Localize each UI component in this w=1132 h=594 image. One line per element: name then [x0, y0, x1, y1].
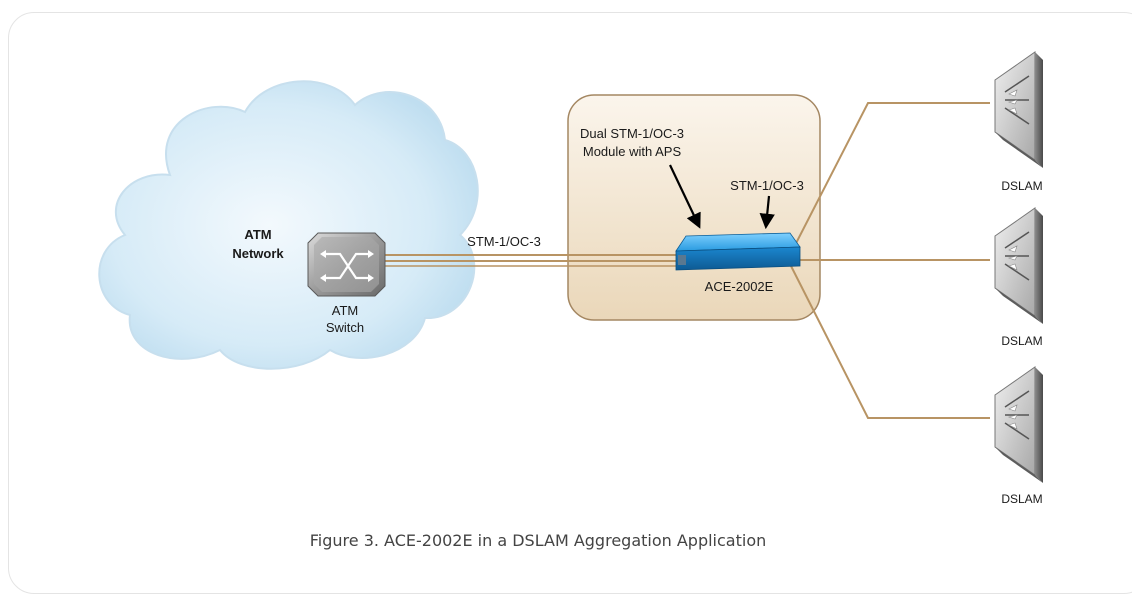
- atm-network-label-line1: ATM: [244, 227, 271, 242]
- links-device-to-dslams: [789, 102, 990, 419]
- atm-network-label-line2: Network: [232, 246, 284, 261]
- ace-2002e-device-icon: [675, 232, 801, 271]
- dslam-icon-2: [994, 207, 1043, 324]
- dslam-label-1: DSLAM: [1001, 179, 1042, 193]
- atm-switch-label-line2: Switch: [326, 320, 364, 335]
- module-label-line1: Dual STM-1/OC-3: [580, 126, 684, 141]
- dslam-label-2: DSLAM: [1001, 334, 1042, 348]
- module-label-line2: Module with APS: [583, 144, 682, 159]
- diagram-canvas: ATM Network ATM Switch STM-1/OC-3 Dual S…: [98, 51, 1043, 550]
- atm-switch-label-line1: ATM: [332, 303, 358, 318]
- link-switch-to-device: [383, 254, 685, 267]
- module-arrow: [669, 164, 701, 229]
- figure-caption: Figure 3. ACE-2002E in a DSLAM Aggregati…: [310, 531, 767, 550]
- link-right-label: STM-1/OC-3: [730, 178, 804, 193]
- dslam-label-3: DSLAM: [1001, 492, 1042, 506]
- atm-network-cloud: [98, 80, 479, 370]
- link-left-label: STM-1/OC-3: [467, 234, 541, 249]
- link-arrow: [759, 195, 775, 230]
- dslam-icon-1: [994, 51, 1043, 168]
- device-label: ACE-2002E: [705, 279, 774, 294]
- dslam-icon-3: [994, 366, 1043, 483]
- atm-switch-icon: [307, 232, 386, 297]
